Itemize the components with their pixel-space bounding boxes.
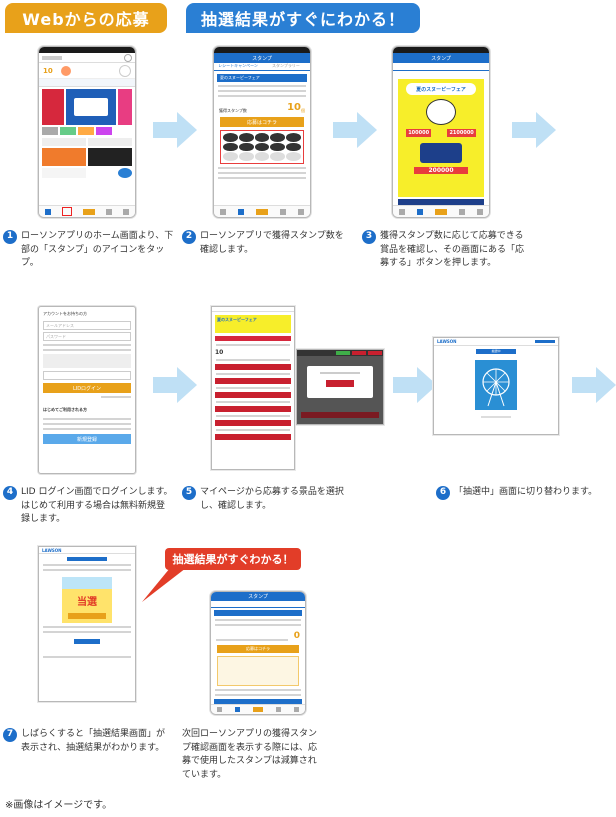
image-note: ※画像はイメージです。 xyxy=(5,800,113,811)
new-user-heading: はじめてご利用される方 xyxy=(43,407,87,412)
step-number: 4 xyxy=(3,486,17,500)
screenshot-stamp-count: スタンプ レシートキャンペーン スタンプラリー 夏のスヌーピーフェア 獲得スタン… xyxy=(213,46,311,218)
screenshot-mypage: 夏のスヌーピーフェア 10 xyxy=(211,306,295,470)
step-number: 2 xyxy=(182,230,196,244)
step-text: ローソンアプリのホーム画面より、下部の「スタンプ」のアイコンをタップ。 xyxy=(21,231,174,268)
screenshot-app-home: 10 xyxy=(38,46,136,218)
step-text: LID ログイン画面でログインします。はじめて利用する場合は無料新規登録します。 xyxy=(21,487,173,524)
callout-pointer xyxy=(142,568,186,602)
register-button[interactable]: 新規登録 xyxy=(43,434,131,444)
arrow-right-icon xyxy=(512,112,556,148)
tab-receipt[interactable]: レシートキャンペーン xyxy=(218,63,258,68)
apply-button[interactable]: 応募はコチラ xyxy=(217,645,299,653)
step-number: 1 xyxy=(3,230,17,244)
web-entry-badge: Webからの応募 xyxy=(5,3,167,33)
prize-value: 200000 xyxy=(414,167,468,174)
step-text: しばらくすると「抽選結果画面」が表示され、抽選結果がわかります。 xyxy=(21,729,166,753)
stamp-count-label: 獲得スタンプ数 xyxy=(219,108,247,113)
screenshot-prize-list: スタンプ 夏のスヌーピーフェア 100000 2100000 200000 xyxy=(392,46,490,218)
lid-login-button[interactable]: LIDログイン xyxy=(43,383,131,393)
screen-title: スタンプ xyxy=(211,592,305,601)
fair-banner: 夏のスヌーピーフェア xyxy=(215,315,291,333)
screenshot-lid-login: アカウントをお持ちの方 メールアドレス パスワード LIDログイン はじめてご利… xyxy=(38,306,136,474)
campaign-title: 夏のスヌーピーフェア xyxy=(217,74,307,82)
step-number: 3 xyxy=(362,230,376,244)
fair-title: 夏のスヌーピーフェア xyxy=(406,83,476,95)
lottery-status: 抽選中 xyxy=(476,349,516,354)
arrow-right-icon xyxy=(572,367,616,403)
arrow-right-icon xyxy=(153,367,197,403)
email-field[interactable]: メールアドレス xyxy=(43,321,131,330)
login-heading: アカウントをお持ちの方 xyxy=(43,311,87,316)
screenshot-stamp-updated: スタンプ 0 応募はコチラ xyxy=(210,591,306,715)
tab-stamp-rally[interactable]: スタンプラリー xyxy=(272,63,300,68)
instant-result-badge: 抽選結果がすぐにわかる！ xyxy=(186,3,420,33)
lottery-result: 当選 xyxy=(77,597,97,608)
password-field[interactable]: パスワード xyxy=(43,332,131,341)
stamp-count: 10 xyxy=(287,102,301,113)
screenshot-lottery-progress: LAWSON 抽選中 xyxy=(433,337,559,435)
stamp-count-unit: 個 xyxy=(301,108,305,113)
step-text: 獲得スタンプ数に応じて応募できる賞品を確認し、その画面にある「応募する」ボタンを… xyxy=(380,231,525,268)
step-text: ローソンアプリで獲得スタンプ数を確認します。 xyxy=(200,231,344,255)
step-number: 7 xyxy=(3,728,17,742)
screen-title: スタンプ xyxy=(214,53,310,63)
screenshot-mypage-modal xyxy=(296,349,384,425)
instant-result-callout: 抽選結果がすぐわかる！ xyxy=(165,548,301,570)
screenshot-lottery-result: LAWSON 当選 xyxy=(38,546,136,702)
lawson-logo: LAWSON xyxy=(42,547,62,553)
prize-value: 100000 xyxy=(406,129,432,137)
ferris-wheel-icon xyxy=(482,368,510,407)
prize-value: 2100000 xyxy=(447,129,476,137)
step-number: 5 xyxy=(182,486,196,500)
arrow-right-icon xyxy=(333,112,377,148)
arrow-right-icon xyxy=(153,112,197,148)
step-text: 次回ローソンアプリの獲得スタンプ確認画面を表示する際には、応募で使用したスタンプ… xyxy=(182,729,318,780)
step-text: 「抽選中」画面に切り替わります。 xyxy=(454,487,598,497)
stamp-count: 10 xyxy=(215,349,224,356)
stamp-tab-icon[interactable] xyxy=(61,207,72,216)
arrow-right-icon xyxy=(393,367,437,403)
stamp-count: 0 xyxy=(293,631,300,641)
lawson-logo: LAWSON xyxy=(437,339,457,344)
screen-title: スタンプ xyxy=(393,53,489,63)
step-text: マイページから応募する景品を選択し、確認します。 xyxy=(200,487,344,511)
step-number: 6 xyxy=(436,486,450,500)
apply-button[interactable]: 応募はコチラ xyxy=(220,117,304,127)
